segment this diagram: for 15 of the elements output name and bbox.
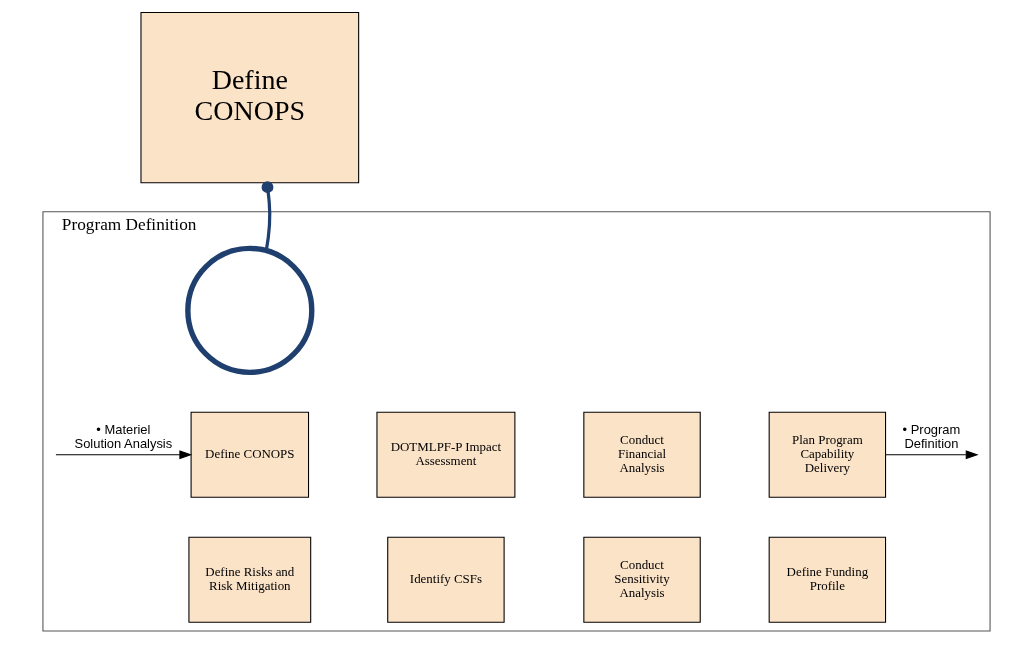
node-box: Identify CSFs xyxy=(387,536,505,623)
node-box: Define Risks and Risk Mitigation xyxy=(188,536,312,623)
node-box: Define Funding Profile xyxy=(768,536,887,623)
node-box: Define CONOPS xyxy=(140,11,360,184)
edge-label: • Materiel Solution Analysis xyxy=(74,421,173,451)
connector xyxy=(261,181,274,251)
node-circle xyxy=(185,245,315,376)
node-box: Conduct Sensitivity Analysis xyxy=(583,536,701,623)
node-box: Plan Program Capability Delivery xyxy=(768,411,887,498)
node-box: Define CONOPS xyxy=(190,411,310,498)
node-box: DOTMLPF-P Impact Assessment xyxy=(376,411,516,498)
arrow xyxy=(885,450,979,460)
edge-label: • Program Definition xyxy=(902,421,961,451)
arrow xyxy=(55,450,193,460)
node-box: Conduct Financial Analysis xyxy=(583,411,701,498)
